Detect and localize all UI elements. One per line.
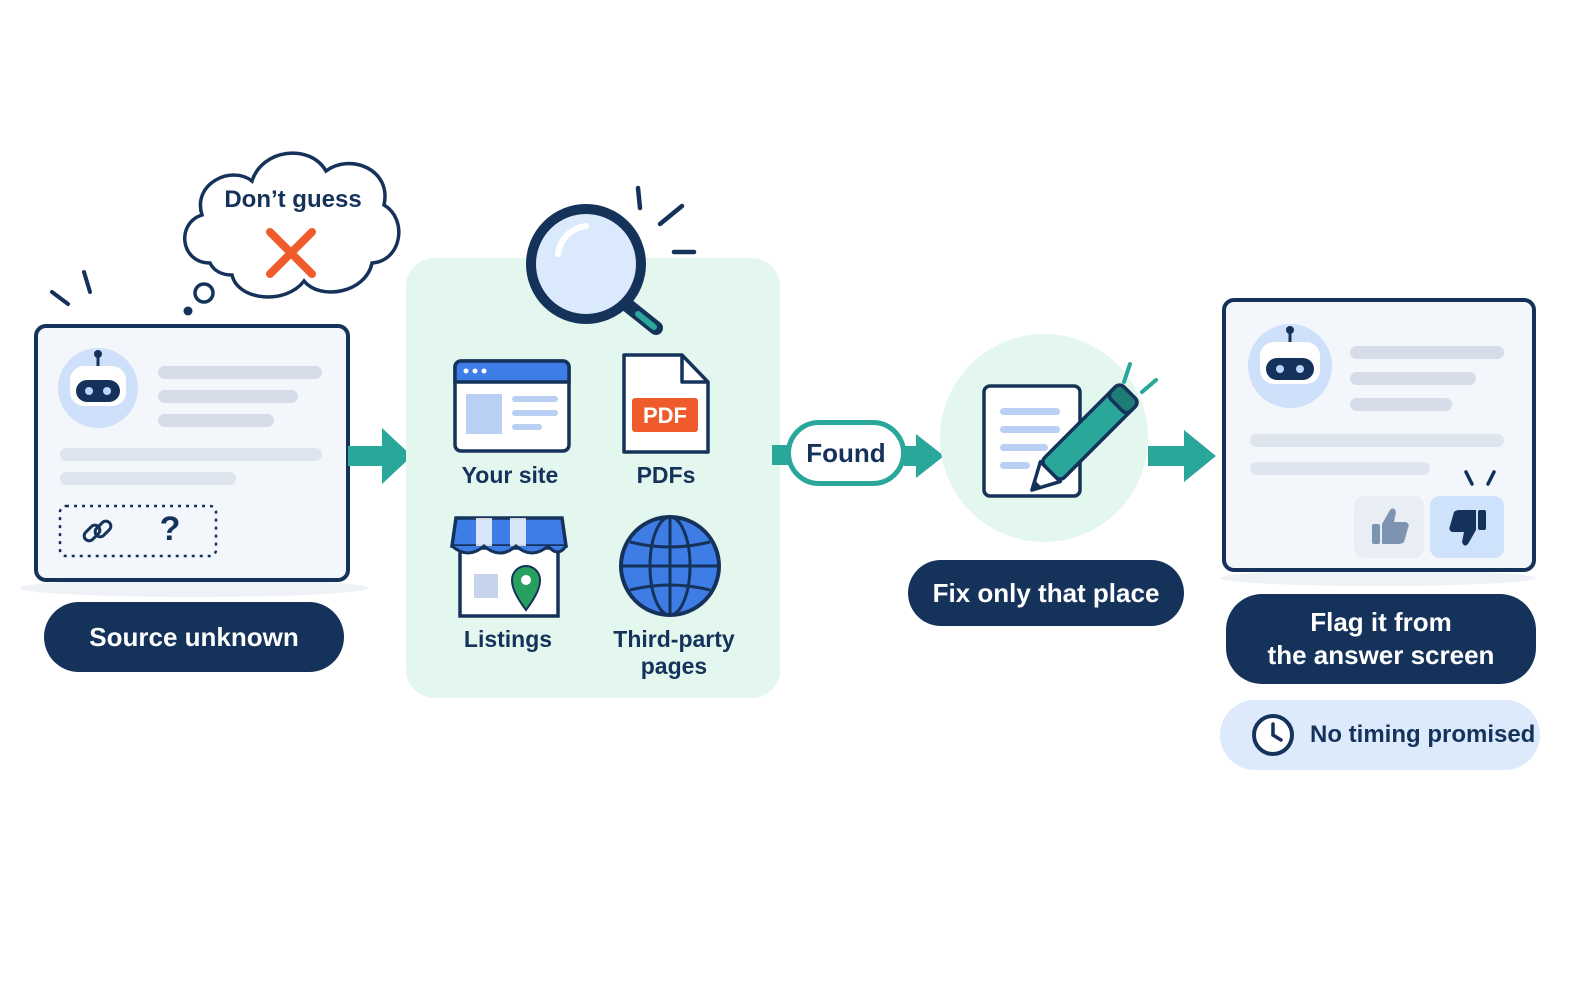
magnifier-icon — [526, 185, 697, 335]
arrow-right-icon — [1148, 430, 1216, 482]
website-icon — [453, 359, 571, 453]
thought-text: Don’t guess — [224, 186, 362, 213]
label-flag-answer-screen: Flag it from the answer screen — [1226, 594, 1536, 684]
source-label-third-party-pages: Third-party pages — [613, 626, 735, 679]
label-line-2: the answer screen — [1267, 640, 1495, 670]
sources-panel — [406, 258, 780, 698]
pdf-badge: PDF — [643, 403, 687, 428]
arrow-right-icon — [348, 428, 412, 484]
arrow-right-icon — [904, 434, 944, 478]
unknown-source-mark: ? — [159, 510, 181, 548]
found-badge: Found — [786, 420, 906, 486]
answer-card — [20, 324, 368, 597]
pdf-file-icon: PDF — [622, 353, 710, 454]
timing-note-text: No timing promised — [1310, 721, 1536, 748]
x-mark-icon — [266, 228, 316, 278]
thumbs-down-icon[interactable] — [1430, 496, 1504, 558]
clock-icon — [1252, 714, 1294, 756]
storefront-icon — [449, 516, 569, 618]
source-label-your-site: Your site — [461, 462, 559, 488]
sparkle-lines — [50, 270, 92, 306]
link-icon — [82, 519, 113, 543]
label-source-unknown: Source unknown — [44, 602, 344, 672]
edit-document-icon — [982, 362, 1158, 498]
globe-icon — [619, 515, 721, 617]
source-label-pdfs: PDFs — [636, 462, 696, 488]
source-label-listings: Listings — [463, 626, 553, 652]
label-line-1: Flag it from — [1310, 607, 1452, 637]
label-fix-only-that-place: Fix only that place — [908, 560, 1184, 626]
thumbs-up-icon[interactable] — [1354, 496, 1424, 558]
timing-note: No timing promised — [1220, 700, 1540, 770]
thought-cloud — [183, 151, 401, 316]
